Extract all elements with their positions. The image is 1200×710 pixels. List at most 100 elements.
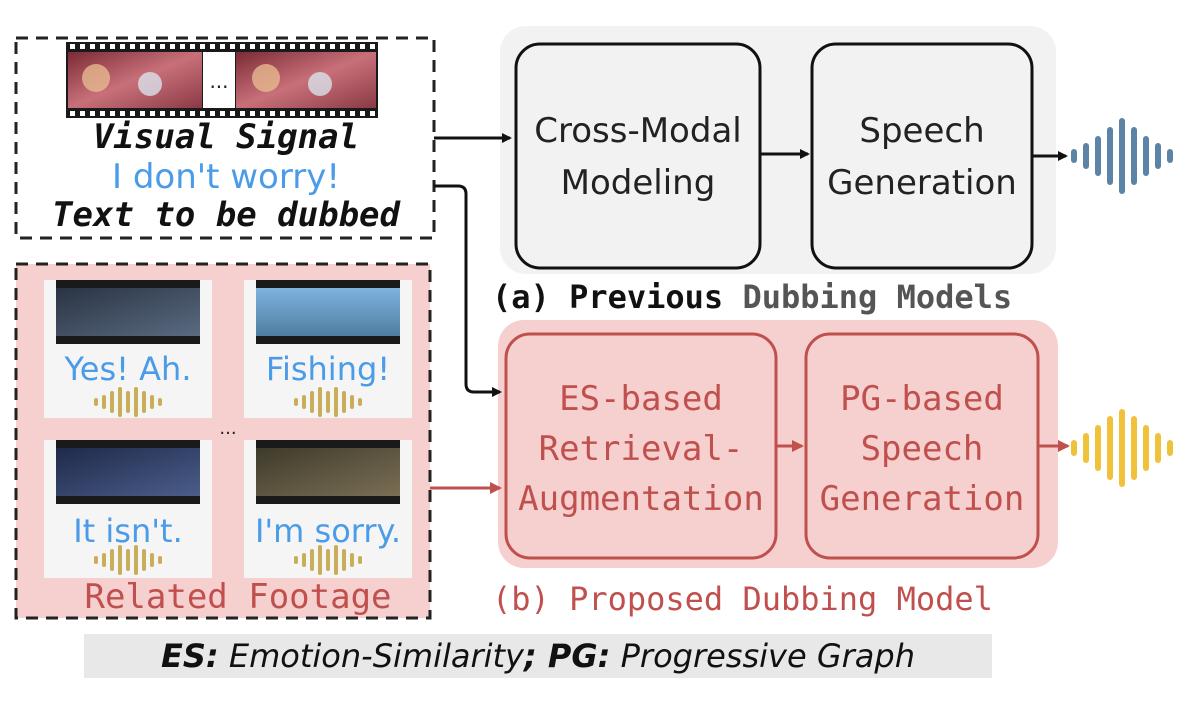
wave-bar bbox=[294, 556, 298, 564]
previous-caption-prefix: (a) Previous bbox=[492, 278, 723, 316]
film-hole bbox=[240, 44, 245, 49]
film-hole bbox=[140, 111, 145, 116]
film-hole bbox=[250, 111, 255, 116]
wave-bar bbox=[358, 398, 362, 406]
footage-clip-text: Yes! Ah. bbox=[64, 350, 192, 388]
wave-bar bbox=[142, 549, 146, 571]
film-hole bbox=[170, 111, 175, 116]
film-hole bbox=[280, 111, 285, 116]
film-hole bbox=[150, 111, 155, 116]
footage-clip-text: It isn't. bbox=[73, 512, 183, 550]
wave-bar bbox=[142, 391, 146, 413]
speech-generation-box bbox=[810, 42, 1034, 270]
wave-bar bbox=[318, 545, 322, 575]
film-hole bbox=[100, 111, 105, 116]
film-hole bbox=[100, 44, 105, 49]
film-hole bbox=[340, 111, 345, 116]
film-hole bbox=[120, 44, 125, 49]
es-retrieval-line1: ES-based bbox=[559, 379, 723, 419]
character-face-icon bbox=[82, 64, 110, 92]
character-face-icon bbox=[252, 64, 280, 92]
film-hole bbox=[250, 44, 255, 49]
film-hole bbox=[120, 111, 125, 116]
film-hole bbox=[180, 44, 185, 49]
film-hole bbox=[220, 44, 225, 49]
wave-bar bbox=[1155, 143, 1161, 169]
film-hole bbox=[320, 44, 325, 49]
film-hole bbox=[90, 111, 95, 116]
film-hole bbox=[70, 111, 75, 116]
film-hole bbox=[260, 111, 265, 116]
wave-bar bbox=[1167, 440, 1173, 456]
es-retrieval-line3: Augmentation bbox=[518, 479, 764, 519]
footage-frame bbox=[56, 448, 200, 496]
wave-bar bbox=[94, 556, 98, 564]
film-hole bbox=[190, 44, 195, 49]
previous-models-group: Cross-Modal Modeling Speech Generation (… bbox=[492, 26, 1056, 316]
film-hole bbox=[290, 111, 295, 116]
film-hole bbox=[310, 44, 315, 49]
pg-speech-line2: Speech bbox=[861, 429, 984, 469]
film-hole bbox=[300, 111, 305, 116]
input-to-es-retrieval-arrow bbox=[434, 184, 502, 397]
wave-bar bbox=[126, 549, 130, 571]
visual-signal-filmstrip: ... bbox=[66, 42, 378, 118]
wave-bar bbox=[158, 556, 162, 564]
proposed-caption: (b) Proposed Dubbing Model bbox=[492, 580, 993, 618]
wave-bar bbox=[302, 395, 306, 409]
film-hole bbox=[230, 44, 235, 49]
audio-waveform-icon bbox=[294, 545, 362, 575]
footage-ellipsis: ... bbox=[219, 418, 236, 439]
film-hole bbox=[180, 111, 185, 116]
film-hole bbox=[330, 111, 335, 116]
footage-frame bbox=[56, 288, 200, 336]
wave-bar bbox=[318, 387, 322, 417]
film-hole bbox=[70, 44, 75, 49]
film-hole bbox=[220, 111, 225, 116]
wave-bar bbox=[1071, 440, 1077, 456]
film-hole bbox=[110, 111, 115, 116]
film-hole bbox=[280, 44, 285, 49]
legend-separator: ; bbox=[522, 637, 537, 675]
wave-bar bbox=[110, 549, 114, 571]
film-hole bbox=[160, 44, 165, 49]
film-hole bbox=[370, 111, 375, 116]
film-hole bbox=[310, 111, 315, 116]
film-hole bbox=[230, 111, 235, 116]
es-retrieval-line2: Retrieval- bbox=[539, 429, 744, 469]
film-hole bbox=[130, 44, 135, 49]
wave-bar bbox=[134, 545, 138, 575]
wave-bar bbox=[1083, 433, 1089, 463]
previous-caption: (a) Previous Dubbing Models bbox=[492, 278, 1012, 316]
wave-bar bbox=[1095, 425, 1101, 471]
wave-bar bbox=[1155, 433, 1161, 463]
footage-clip: It isn't. bbox=[44, 440, 212, 578]
speech-generation-line1: Speech bbox=[859, 111, 984, 151]
wave-bar bbox=[1095, 136, 1101, 176]
footage-clip: Fishing! bbox=[244, 280, 412, 418]
wave-bar bbox=[134, 387, 138, 417]
footage-frame bbox=[256, 288, 400, 336]
visual-signal-label: Visual Signal bbox=[93, 117, 359, 157]
wave-bar bbox=[102, 553, 106, 567]
wave-bar bbox=[350, 553, 354, 567]
input-text-line: I don't worry! bbox=[112, 157, 340, 197]
legend-pg-key: PG: bbox=[537, 637, 611, 675]
wave-bar bbox=[1167, 149, 1173, 163]
speech-generation-line2: Generation bbox=[827, 163, 1017, 203]
footage-frame bbox=[256, 448, 400, 496]
wave-bar bbox=[342, 391, 346, 413]
legend-pg-value: Progressive Graph bbox=[610, 637, 915, 675]
audio-waveform-icon bbox=[94, 387, 162, 417]
film-hole bbox=[160, 111, 165, 116]
pg-speech-line3: Generation bbox=[820, 479, 1025, 519]
wave-bar bbox=[350, 395, 354, 409]
wave-bar bbox=[118, 545, 122, 575]
footage-clip: I'm sorry. bbox=[244, 440, 412, 578]
wave-bar bbox=[126, 391, 130, 413]
wave-bar bbox=[1083, 143, 1089, 169]
wave-bar bbox=[110, 391, 114, 413]
output-waveform-blue-icon bbox=[1071, 118, 1173, 194]
filmstrip-holes-top bbox=[70, 44, 375, 49]
character-face-icon bbox=[138, 72, 162, 96]
